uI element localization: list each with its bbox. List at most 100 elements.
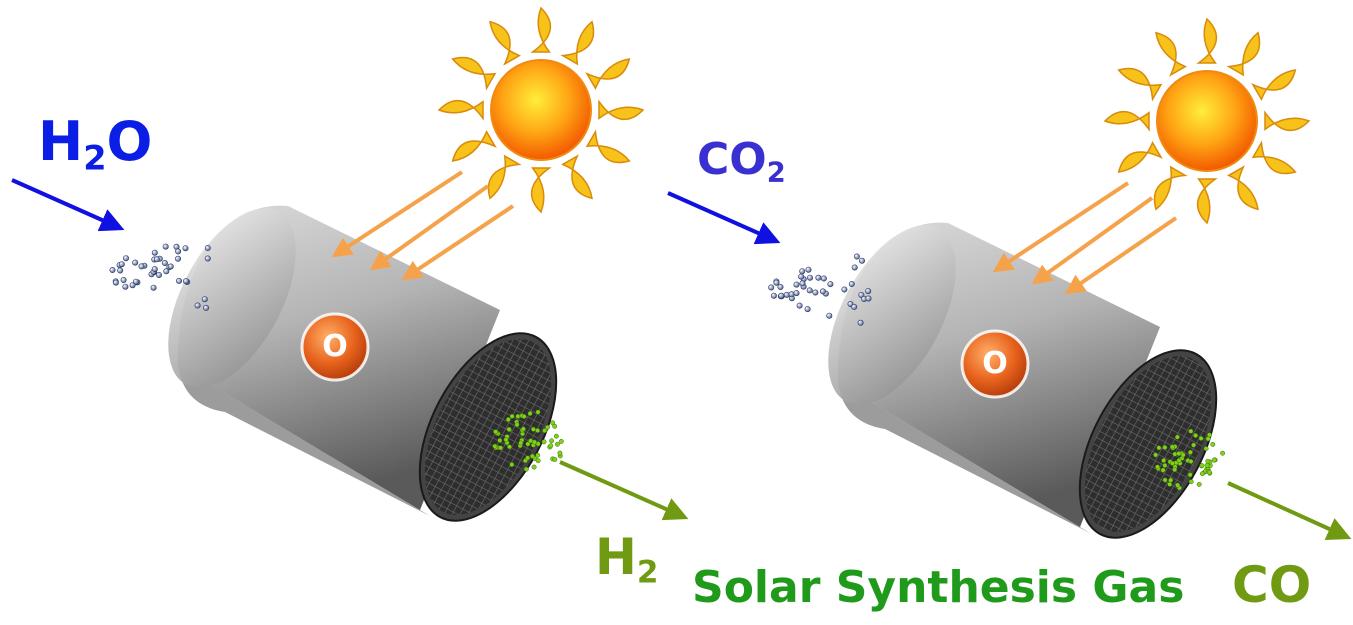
cylinder-back-cap: [168, 208, 296, 388]
product-dot: [523, 466, 529, 472]
molecule-dot: [841, 286, 848, 293]
output-arrow: [559, 460, 689, 521]
sun-flame: [530, 6, 552, 53]
molecule-dot: [806, 274, 813, 281]
sun-flame: [451, 56, 497, 91]
cylinder-shadow: [178, 365, 430, 516]
output-h2-label: H2: [595, 528, 659, 591]
product-dot: [521, 414, 527, 419]
molecule-dot: [167, 263, 174, 270]
product-dot: [1199, 463, 1205, 469]
sun-flame: [1103, 110, 1150, 132]
product-dot: [545, 424, 550, 430]
product-dot: [535, 428, 541, 433]
product-dot: [1162, 462, 1168, 468]
product-dot: [1205, 458, 1211, 464]
molecule-dot: [183, 278, 190, 285]
molecule-dot: [153, 256, 160, 263]
sun-core: [490, 59, 592, 161]
product-dot: [515, 413, 521, 419]
product-dot: [1168, 477, 1174, 483]
molecule-dot: [793, 290, 800, 297]
outgoing-molecules: [1153, 428, 1226, 491]
product-dot: [498, 445, 503, 451]
product-dot: [1210, 441, 1216, 447]
cylinder-back-cap: [828, 225, 956, 405]
molecule-dot: [156, 271, 163, 278]
sun-flame: [1117, 67, 1163, 102]
sun-flame: [1226, 31, 1261, 77]
molecule-dot: [793, 281, 800, 288]
product-dot: [1198, 435, 1204, 441]
product-dot: [558, 438, 564, 444]
molecule-dot: [799, 268, 806, 275]
solar-ray-arrow: [1031, 196, 1154, 285]
product-dot: [1156, 445, 1162, 451]
molecule-dot: [203, 304, 210, 311]
molecule-dot: [820, 275, 827, 282]
molecule-dot: [777, 283, 784, 290]
product-dot: [1175, 482, 1181, 488]
molecule-dot: [805, 266, 812, 273]
product-dot: [552, 423, 558, 429]
molecule-dot: [773, 279, 780, 286]
cylinder-shadow: [838, 382, 1090, 533]
product-dot: [552, 457, 558, 462]
caption-solar-synthesis-gas: Solar Synthesis Gas: [692, 562, 1185, 613]
product-dot: [1153, 452, 1159, 458]
product-dot: [1188, 428, 1194, 434]
sun-flame: [437, 99, 484, 121]
sun-flame: [1117, 141, 1163, 173]
molecule-dot: [151, 249, 158, 256]
molecule-dot: [132, 259, 139, 266]
incoming-molecules: [109, 243, 211, 311]
sun-icon: [437, 6, 645, 214]
oxygen-ball: [302, 314, 368, 380]
sun-core: [1156, 70, 1258, 172]
product-dot: [1203, 446, 1209, 452]
sun-flame: [451, 130, 497, 162]
molecule-dot: [138, 263, 145, 270]
molecule-dot: [182, 245, 189, 252]
molecule-dot: [851, 264, 858, 271]
sun-flame: [561, 154, 593, 200]
molecule-dot: [865, 288, 872, 295]
molecule-dot: [132, 278, 139, 285]
product-dot: [557, 450, 563, 456]
molecule-dot: [851, 303, 858, 310]
product-dot: [1174, 434, 1180, 440]
molecule-dot: [806, 287, 813, 294]
oxygen-label-left: O: [322, 329, 348, 364]
product-dot: [549, 438, 555, 444]
product-dot: [1191, 442, 1197, 448]
product-dot: [520, 426, 526, 432]
molecule-dot: [853, 253, 860, 260]
molecule-dot: [858, 257, 865, 264]
product-dot: [1155, 464, 1160, 470]
molecule-dot: [175, 248, 182, 255]
molecule-dot: [204, 255, 211, 262]
incoming-molecules: [768, 253, 872, 326]
product-dot: [554, 441, 560, 447]
product-dot: [1180, 452, 1186, 458]
input-arrow: [11, 178, 125, 232]
product-dot: [1169, 460, 1175, 466]
product-dot: [535, 441, 541, 447]
product-dot: [492, 443, 498, 449]
molecule-dot: [778, 292, 785, 299]
molecule-dot: [788, 291, 795, 298]
mesh-face: [1084, 356, 1212, 532]
molecule-dot: [176, 277, 183, 284]
input-co2-label: CO2: [697, 134, 786, 189]
sun-flame: [530, 167, 552, 214]
molecule-dot: [118, 261, 125, 268]
molecule-dot: [827, 281, 834, 288]
product-dot: [550, 420, 556, 426]
product-dot: [506, 426, 512, 432]
solar-ray-arrow: [369, 184, 490, 271]
product-dot: [1172, 467, 1178, 473]
sun-flame: [1251, 140, 1297, 175]
product-dot: [529, 453, 535, 459]
molecule-dot: [819, 288, 826, 295]
